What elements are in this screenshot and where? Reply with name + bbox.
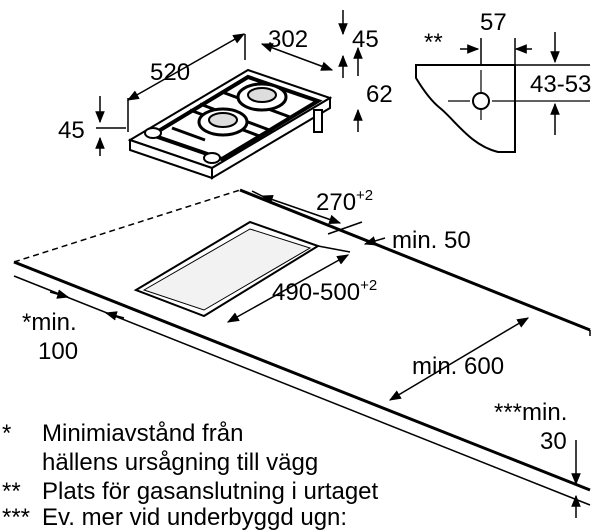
dim-side-height: 45 xyxy=(58,117,85,144)
dim-cutout-depth-tolerance: +2 xyxy=(356,187,373,204)
dim-connection-depth: 57 xyxy=(480,9,507,36)
connection-marker: ** xyxy=(424,29,443,56)
footnote-1-text-continued: hällens ursågning till vägg xyxy=(42,449,319,476)
dim-cutout-width-value: 490-500 xyxy=(272,279,360,306)
dim-min-front: min. 600 xyxy=(412,353,504,380)
dim-hob-width: 302 xyxy=(268,26,308,53)
dim-cutout-width: 490-500+2 xyxy=(272,277,377,306)
dim-hob-depth: 520 xyxy=(150,59,190,86)
connection-section-drawing xyxy=(415,64,590,153)
footnote-1-text: Minimiavstånd från xyxy=(42,420,244,447)
dim-cutout-depth-value: 270 xyxy=(316,189,356,216)
dim-min-wall-value: 100 xyxy=(38,338,78,365)
footnote-2-text: Plats för gasanslutning i urtaget xyxy=(42,478,379,505)
dim-connection-height: 43-53 xyxy=(530,71,591,98)
dim-min-rear: min. 50 xyxy=(392,227,471,254)
hob-dimension-lines xyxy=(95,10,363,156)
worktop-dimension-lines xyxy=(49,190,581,518)
connection-dimension-lines xyxy=(460,32,590,135)
installation-diagram: 520 302 45 45 62 57 43-53 ** 270+2 min. … xyxy=(13,9,591,518)
dim-top-height: 45 xyxy=(352,26,379,53)
dim-body-height: 62 xyxy=(366,81,393,108)
gas-hob-drawing xyxy=(127,68,333,180)
footnote-3-text: Ev. mer vid underbyggd ugn: xyxy=(42,504,348,531)
dim-min-under-value: 30 xyxy=(540,428,567,455)
footnote-3-mark: *** xyxy=(2,504,31,531)
dim-cutout-width-tolerance: +2 xyxy=(360,277,377,294)
dimension-labels: 520 302 45 45 62 57 43-53 ** 270+2 min. … xyxy=(22,9,591,455)
dim-min-wall-label: *min. xyxy=(22,309,77,336)
footnote-2-mark: ** xyxy=(2,478,21,505)
dim-cutout-depth: 270+2 xyxy=(316,187,373,216)
footnote-1-mark: * xyxy=(2,420,12,447)
dim-min-under-label: ***min. xyxy=(494,399,567,426)
